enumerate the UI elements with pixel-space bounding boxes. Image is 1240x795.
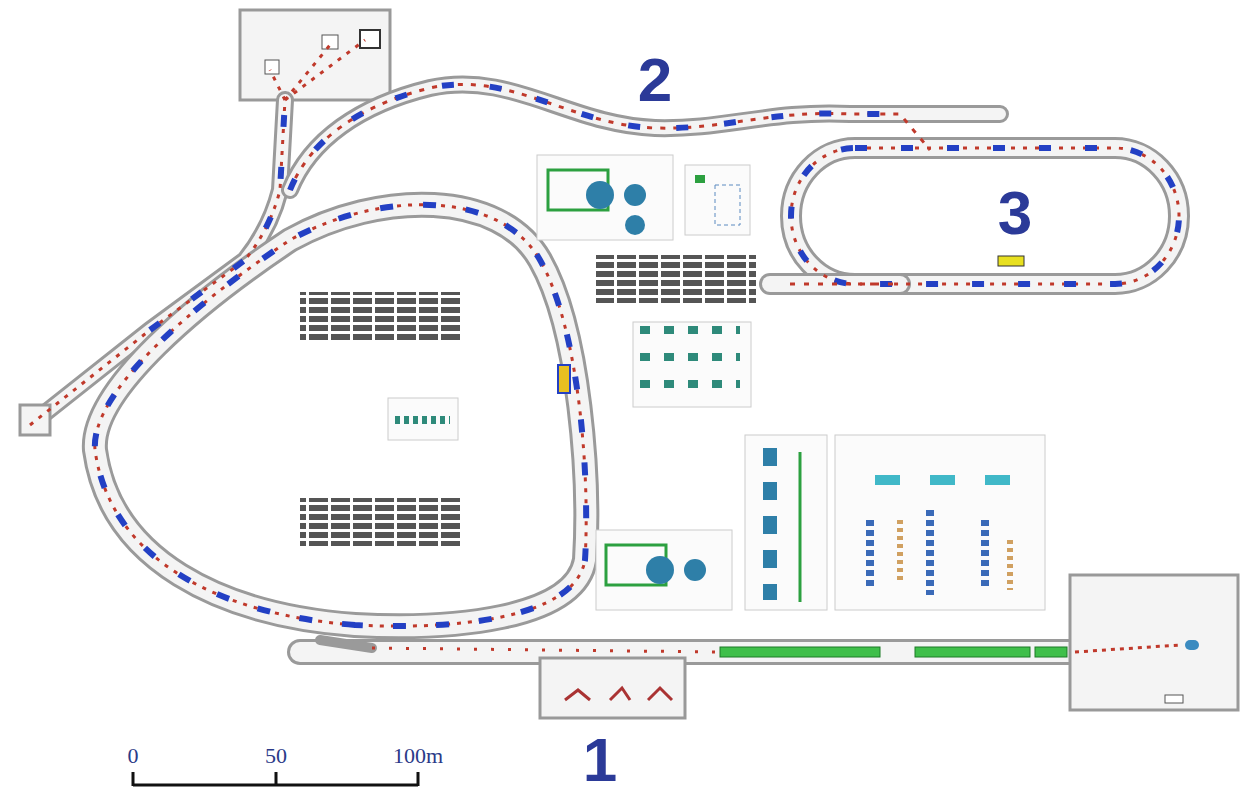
pump-array [633, 322, 751, 407]
storage-dipoles [791, 148, 1179, 284]
callout-number: 1 [583, 729, 617, 791]
storage-quadrupoles [791, 148, 1179, 284]
callout-number: 3 [998, 182, 1032, 244]
ion-source-building [1070, 575, 1238, 710]
ring-quadrupoles [95, 205, 586, 626]
rf-power-hall [835, 435, 1045, 610]
rf-units [875, 475, 1010, 485]
linac-tunnel [300, 639, 1075, 665]
target-building [240, 10, 390, 100]
ring-tunnel [95, 205, 586, 626]
cryo-tank [646, 556, 674, 584]
linac-cavities [915, 647, 1030, 657]
equipment [1165, 695, 1183, 703]
scale-label: 50 [265, 745, 287, 767]
klystron-hall [540, 658, 685, 718]
cryo-tanks [763, 448, 777, 600]
injection-tunnel [320, 640, 372, 648]
target-station [360, 30, 380, 48]
beam-dumps [565, 688, 672, 700]
control-unit [695, 175, 705, 183]
cryo-plant [537, 155, 673, 240]
power-supply-racks [596, 255, 756, 303]
control-panel [388, 398, 458, 440]
power-supply-racks [300, 498, 460, 546]
tunnels [30, 84, 1179, 652]
cryo-tank [586, 181, 614, 209]
target-beamline-dipoles [150, 100, 285, 330]
scale-label: 100m [393, 745, 443, 767]
storage-ring-tunnel [791, 148, 1179, 284]
callout-number: 2 [638, 49, 672, 111]
linac-cavities [720, 647, 880, 657]
front-end [1075, 645, 1180, 652]
extraction-line [790, 283, 900, 286]
modulators [900, 520, 1010, 590]
rf-cavity [558, 365, 570, 393]
control-unit [395, 416, 450, 424]
cryo-tank [624, 184, 646, 206]
control-unit [715, 185, 740, 225]
cryo-plant [596, 530, 732, 610]
pumps [640, 330, 740, 384]
klystrons [870, 510, 985, 595]
linac-tunnel [300, 642, 1075, 662]
cryo-tank [684, 559, 706, 581]
cryo-modules [745, 435, 827, 610]
control-panel [685, 165, 750, 235]
target-beamline [30, 40, 365, 425]
linac-transport [372, 648, 720, 652]
power-supply-racks [300, 292, 460, 340]
ion-source [1185, 640, 1199, 650]
ring-tunnel [95, 205, 586, 626]
equipment-panels [388, 155, 1045, 610]
beam-lines [30, 40, 1180, 652]
injection-kicker [998, 256, 1024, 266]
scale-ticks [133, 772, 418, 786]
scale-label: 0 [128, 745, 139, 767]
cryo-piping [799, 452, 802, 602]
scale-bar [133, 772, 418, 786]
tunnel-niche [20, 405, 50, 435]
cryo-tank [625, 215, 645, 235]
storage-ring-tunnel [791, 148, 1179, 284]
linac-cavities [1035, 647, 1067, 657]
target-station [265, 60, 279, 74]
ring-dipoles [95, 205, 586, 626]
